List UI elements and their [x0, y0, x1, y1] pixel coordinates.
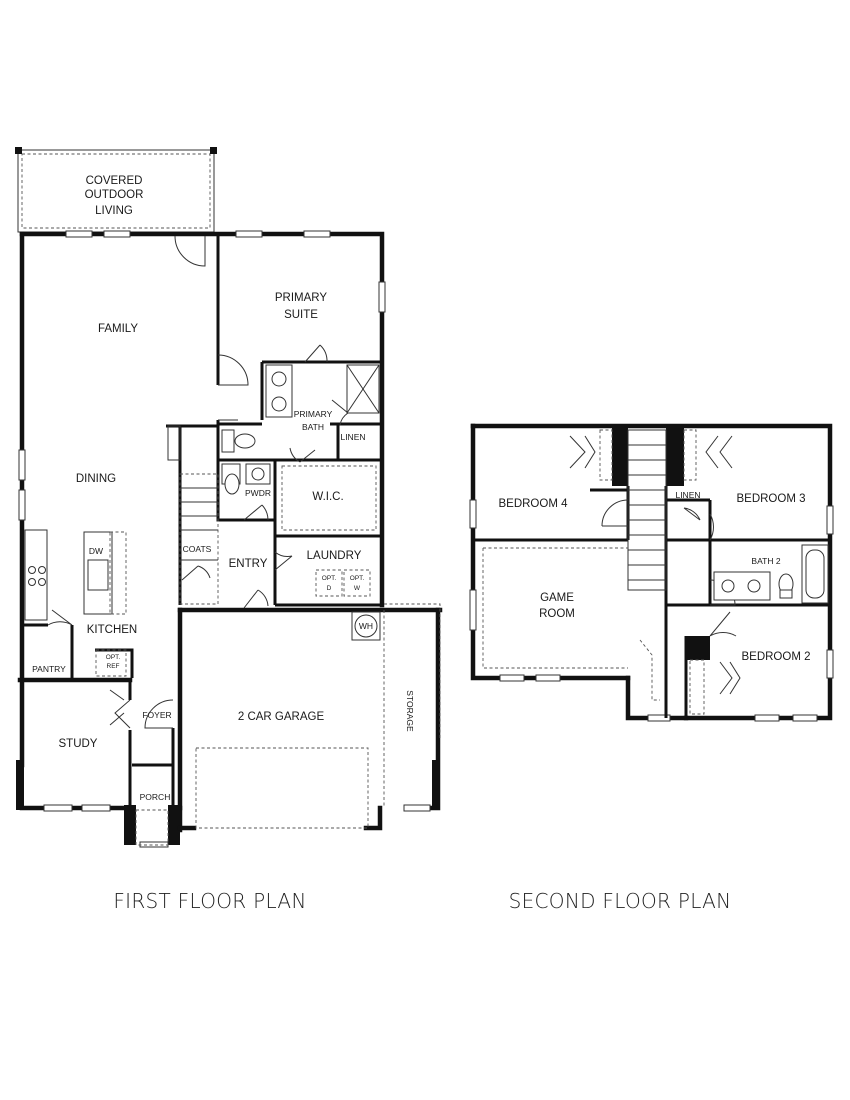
label-wic: W.I.C. [312, 491, 343, 503]
second-floor-stairs [627, 429, 667, 591]
label-primary-bath-1: PRIMARY [294, 409, 333, 419]
label-linen: LINEN [340, 432, 365, 442]
second-floor-exterior-walls [470, 423, 833, 721]
garage-details [195, 603, 441, 829]
second-floor-interior-walls [473, 486, 830, 718]
bath-2-fixtures [713, 544, 829, 604]
label-primary-bath-2: BATH [302, 422, 324, 432]
second-floor-labels: BEDROOM 4 LINEN BEDROOM 3 BATH 2 GAME RO… [498, 490, 810, 663]
label-coats: COATS [183, 544, 212, 554]
label-bedroom-4: BEDROOM 4 [498, 498, 568, 510]
label-garage: 2 CAR GARAGE [238, 711, 325, 723]
label-bath-2: BATH 2 [751, 556, 780, 566]
label-covered-1: COVERED [86, 175, 143, 187]
first-floor-exterior-walls [16, 231, 443, 845]
label-kitchen: KITCHEN [87, 624, 137, 636]
first-floor-plan: COVERED OUTDOOR LIVING FAMILY PRIMARY SU… [15, 147, 443, 913]
porch-slab [135, 809, 169, 846]
label-primary-suite-2: SUITE [284, 309, 318, 321]
second-floor-doors [569, 435, 741, 695]
label-dw: DW [89, 546, 103, 556]
label-opt-w-2: W [354, 585, 361, 592]
first-floor-interior-walls [22, 234, 382, 808]
primary-bath-fixtures [221, 364, 380, 495]
first-floor-labels: COVERED OUTDOOR LIVING FAMILY PRIMARY SU… [32, 175, 415, 802]
label-pantry: PANTRY [32, 664, 66, 674]
label-opt-d-2: D [327, 585, 332, 592]
second-floor-title: SECOND FLOOR PLAN [509, 889, 732, 913]
first-floor-title: FIRST FLOOR PLAN [113, 889, 306, 913]
label-bedroom-2: BEDROOM 2 [741, 651, 810, 663]
label-covered-2: OUTDOOR [85, 189, 144, 201]
label-foyer: FOYER [142, 710, 171, 720]
label-game-2: ROOM [539, 608, 575, 620]
label-primary-suite-1: PRIMARY [275, 292, 328, 304]
label-pwdr: PWDR [245, 488, 271, 498]
laundry-appliances [315, 569, 371, 597]
label-wh: WH [359, 621, 373, 631]
second-floor-windows [469, 499, 834, 722]
second-floor-closets-dashes [482, 429, 705, 715]
label-laundry: LAUNDRY [307, 550, 362, 562]
label-study: STUDY [59, 738, 98, 750]
first-floor-windows [18, 230, 431, 848]
label-bedroom-3: BEDROOM 3 [736, 493, 805, 505]
kitchen-fixtures [24, 529, 127, 677]
first-floor-stairs [167, 425, 219, 605]
label-opt-ref-1: OPT. [106, 654, 121, 661]
label-linen-2: LINEN [675, 490, 700, 500]
label-opt-d-1: OPT. [322, 575, 337, 582]
label-covered-3: LIVING [95, 205, 133, 217]
label-family: FAMILY [98, 323, 138, 335]
label-porch: PORCH [140, 792, 171, 802]
wic-shelving [281, 465, 377, 531]
label-opt-ref-2: REF [107, 663, 120, 670]
first-floor-doors [47, 235, 349, 729]
label-entry: ENTRY [229, 558, 268, 570]
label-opt-w-1: OPT. [350, 575, 365, 582]
second-floor-plan: BEDROOM 4 LINEN BEDROOM 3 BATH 2 GAME RO… [469, 423, 834, 913]
water-heater [351, 611, 381, 641]
label-storage: STORAGE [405, 690, 415, 732]
label-game-1: GAME [540, 592, 574, 604]
label-dining: DINING [76, 473, 116, 485]
